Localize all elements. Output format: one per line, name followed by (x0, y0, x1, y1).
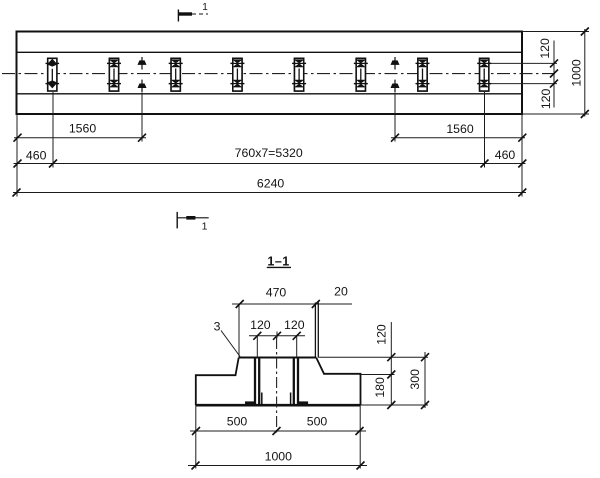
svg-text:1000: 1000 (265, 449, 293, 463)
svg-text:120: 120 (250, 318, 271, 332)
svg-text:500: 500 (227, 415, 248, 429)
svg-text:760x7=5320: 760x7=5320 (235, 146, 303, 160)
svg-text:1560: 1560 (446, 122, 474, 136)
svg-text:500: 500 (307, 415, 328, 429)
svg-text:120: 120 (374, 324, 388, 345)
svg-text:120: 120 (538, 38, 552, 59)
svg-text:1: 1 (202, 2, 208, 13)
svg-text:3: 3 (214, 319, 221, 333)
svg-text:120: 120 (539, 88, 553, 109)
svg-text:300: 300 (408, 369, 422, 390)
svg-text:20: 20 (334, 284, 348, 298)
svg-text:1560: 1560 (69, 121, 97, 135)
svg-text:1: 1 (202, 221, 208, 233)
svg-text:180: 180 (373, 377, 387, 398)
svg-text:1000: 1000 (570, 59, 584, 87)
svg-text:460: 460 (26, 148, 47, 162)
svg-text:6240: 6240 (257, 176, 285, 190)
svg-text:460: 460 (495, 148, 516, 162)
svg-text:470: 470 (266, 285, 287, 299)
svg-text:1–1: 1–1 (267, 254, 289, 268)
svg-text:120: 120 (284, 318, 305, 332)
